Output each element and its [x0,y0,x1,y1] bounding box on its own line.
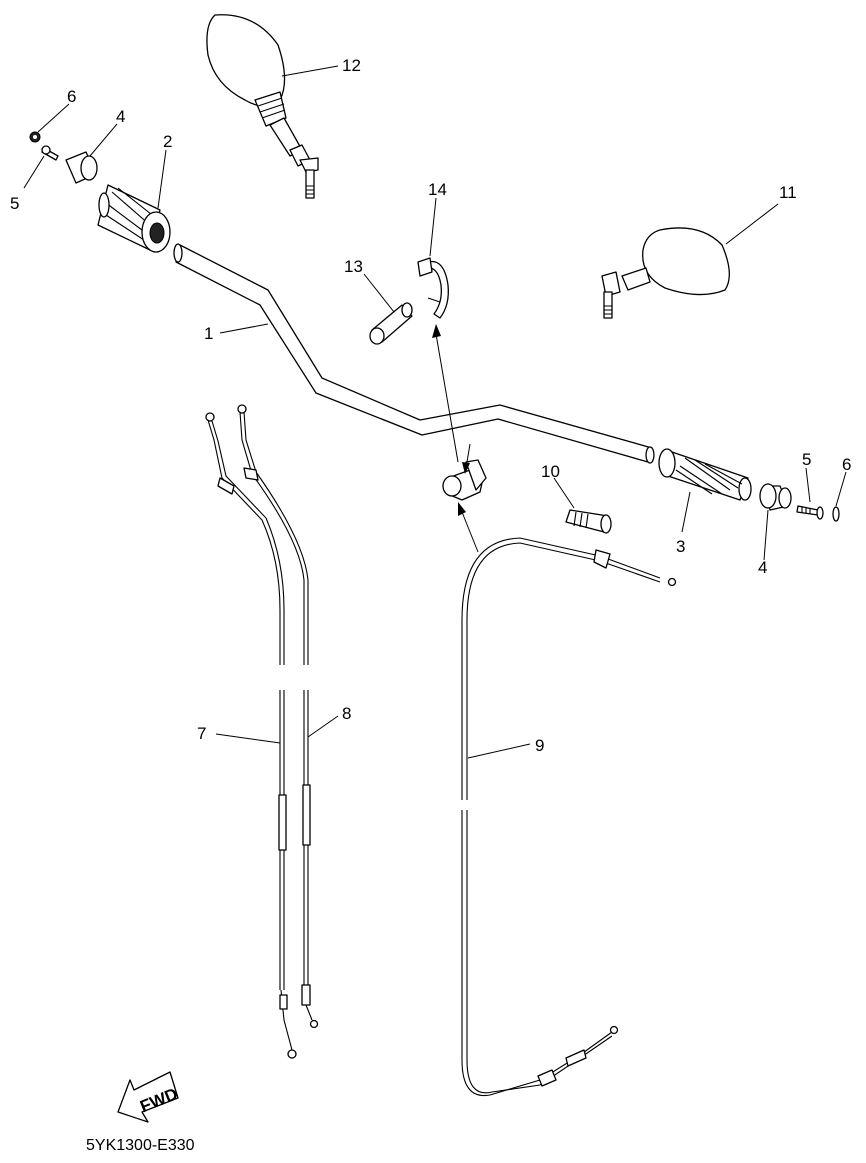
cable-holder[interactable] [442,459,487,501]
clutch-cable[interactable] [461,537,677,1097]
left-grip[interactable] [97,184,171,253]
left-bar-end-screw[interactable] [41,145,59,161]
right-bar-end-weight[interactable] [759,483,792,511]
callout-8: 8 [342,704,351,723]
collar[interactable] [369,302,413,345]
throttle-cable-1[interactable] [205,412,297,1059]
callout-13: 13 [344,257,363,276]
handlebar[interactable] [173,243,655,464]
left-mirror[interactable] [206,14,319,199]
callout-9: 9 [535,736,544,755]
callout-6-left: 6 [67,87,76,106]
fwd-arrow-icon: FWD [117,1071,180,1123]
right-bar-end-screw[interactable] [796,505,824,520]
left-bar-end-weight[interactable] [65,151,98,184]
clamp[interactable] [417,257,449,319]
throttle-cable-2[interactable] [237,404,319,1029]
callout-numbers: 1 2 3 4 4 5 5 6 6 7 8 9 10 11 12 13 14 [10,56,851,755]
assembly-arrows [432,324,479,553]
adjuster[interactable] [565,509,612,534]
leader-lines [23,65,847,759]
callout-5-right: 5 [802,450,811,469]
callout-1: 1 [204,324,213,343]
figure-code: 5YK1300-E330 [86,1137,195,1154]
callout-2: 2 [163,132,172,151]
callout-3: 3 [676,537,685,556]
right-mirror[interactable] [601,227,730,319]
right-washer[interactable] [832,506,840,522]
callout-10: 10 [541,462,560,481]
callout-5-left: 5 [10,194,19,213]
callout-7: 7 [197,724,206,743]
left-washer[interactable] [29,131,41,143]
callout-4-left: 4 [116,107,125,126]
callout-11: 11 [779,183,797,202]
callout-12: 12 [342,56,361,75]
callout-6-right: 6 [842,455,851,474]
right-grip[interactable] [658,448,752,501]
callout-14: 14 [428,180,447,199]
callout-4-right: 4 [758,558,767,577]
